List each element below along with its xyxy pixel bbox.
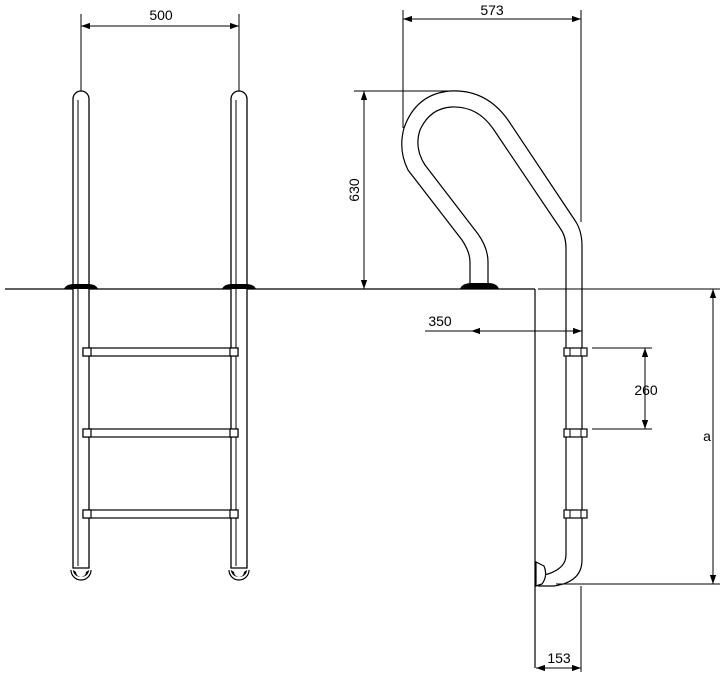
dimension-label: 153 bbox=[547, 650, 571, 666]
front-left-anchor bbox=[64, 284, 98, 289]
front-right-anchor bbox=[222, 284, 256, 289]
dimension-label: 500 bbox=[149, 7, 173, 23]
handrail-outer bbox=[401, 90, 583, 587]
front-right-foot-cap bbox=[231, 570, 247, 577]
dimension-height-handrail: 630 bbox=[346, 90, 448, 289]
wall-bumper bbox=[535, 561, 547, 587]
dimension-label: 260 bbox=[634, 382, 658, 398]
front-right-post bbox=[230, 90, 248, 569]
dimension-label: 630 bbox=[346, 178, 362, 202]
side-step bbox=[563, 509, 588, 519]
handrail-inner bbox=[417, 106, 567, 577]
dimension-reach: 350 bbox=[425, 313, 582, 335]
front-right-foot bbox=[228, 569, 250, 581]
dimension-width-front: 500 bbox=[80, 7, 240, 91]
front-left-foot bbox=[70, 569, 92, 581]
front-left-post bbox=[72, 90, 90, 569]
side-step bbox=[563, 428, 588, 438]
dimension-width-side: 573 bbox=[402, 2, 582, 222]
dimension-depth: a bbox=[538, 288, 720, 585]
front-step bbox=[82, 509, 239, 519]
dimension-wall-offset: 153 bbox=[536, 586, 582, 672]
front-view-ladder bbox=[64, 90, 256, 581]
dimension-step-spacing: 260 bbox=[592, 347, 658, 430]
front-step bbox=[82, 428, 239, 438]
side-step bbox=[563, 347, 588, 357]
dimension-label: 573 bbox=[480, 2, 504, 18]
dimension-label: a bbox=[703, 428, 711, 444]
side-anchor bbox=[460, 283, 499, 289]
front-step bbox=[82, 347, 239, 357]
side-view-ladder bbox=[401, 90, 588, 587]
front-left-foot-cap bbox=[73, 570, 89, 577]
dimension-label: 350 bbox=[428, 313, 452, 329]
